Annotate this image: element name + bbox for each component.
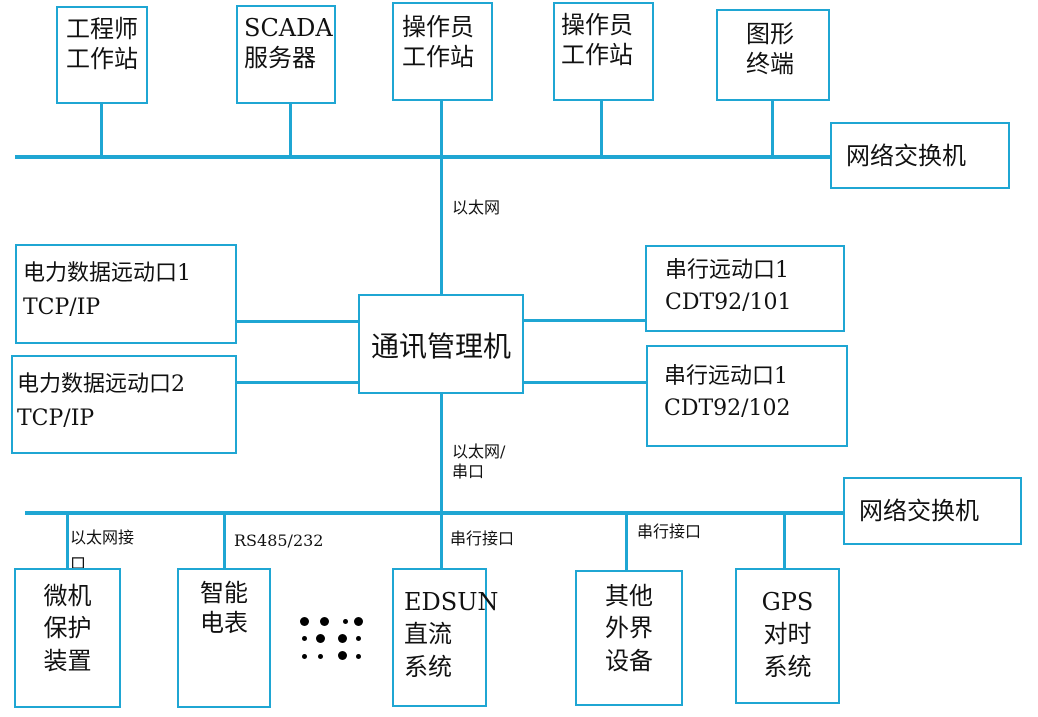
- connector-relay: [66, 513, 69, 568]
- connector-engineer: [100, 104, 103, 157]
- edsun-dc-system-label: EDSUN 直流 系统: [404, 588, 499, 681]
- serial-interface-label-1: 串行接口: [450, 529, 515, 548]
- bottom-network-bus: [25, 511, 845, 515]
- power-data-telecontrol-port-1: 电力数据远动口1 TCP/IP: [15, 244, 237, 344]
- edsun-dc-system-node: EDSUN 直流 系统: [392, 568, 498, 707]
- connector-graphic: [771, 100, 774, 157]
- engineer-workstation-label: 工程师 工作站: [66, 15, 138, 73]
- serial-interface-label-2: 串行接口: [637, 522, 702, 541]
- serial-port-2-protocol: CDT92/102: [664, 396, 791, 421]
- top-network-switch: 网络交换机: [830, 122, 1010, 189]
- connector-right-port-2: [523, 381, 647, 384]
- serial-telecontrol-port-1: 串行远动口1 CDT92/101: [645, 245, 845, 332]
- microcomputer-protection-node: 微机 保护 装置: [14, 568, 121, 708]
- top-network-bus: [15, 155, 830, 159]
- graphic-terminal-label: 图形 终端: [746, 20, 794, 78]
- graphic-terminal-node: 图形 终端: [716, 9, 830, 101]
- bottom-network-switch-label: 网络交换机: [859, 497, 979, 525]
- connector-operator2: [600, 101, 603, 157]
- connector-meter: [223, 513, 226, 569]
- other-external-device-node: 其他 外界 设备: [575, 570, 683, 706]
- communication-manager-node: 通讯管理机: [358, 294, 524, 394]
- operator-workstation-2-node: 操作员 工作站: [553, 2, 654, 101]
- power-data-port-2-name: 电力数据远动口2: [17, 372, 185, 397]
- connector-left-port-2: [236, 381, 359, 384]
- bottom-network-switch: 网络交换机: [843, 477, 1022, 545]
- engineer-workstation-node: 工程师 工作站: [56, 6, 148, 104]
- connector-other: [625, 513, 628, 571]
- scada-server-node: SCADA 服务器: [236, 5, 336, 104]
- connector-center-bottom: [440, 393, 443, 513]
- smart-meter-label: 智能 电表: [200, 579, 248, 637]
- other-external-device-label: 其他 外界 设备: [605, 582, 653, 675]
- operator-workstation-1-label: 操作员 工作站: [402, 13, 474, 71]
- serial-port-2-name: 串行远动口1: [664, 364, 788, 389]
- power-data-telecontrol-port-2: 电力数据远动口2 TCP/IP: [11, 355, 237, 454]
- ethernet-link-label: 以太网: [452, 198, 501, 217]
- smart-meter-node: 智能 电表: [177, 568, 271, 708]
- top-network-switch-label: 网络交换机: [846, 142, 966, 170]
- operator-workstation-1-node: 操作员 工作站: [392, 2, 493, 101]
- connector-edsun: [440, 513, 443, 569]
- microcomputer-protection-label: 微机 保护 装置: [43, 582, 92, 675]
- connector-center-top: [440, 157, 443, 297]
- ethernet-interface-label: 以太网接 口: [70, 528, 135, 573]
- serial-port-1-name: 串行远动口1: [665, 258, 789, 283]
- serial-telecontrol-port-2: 串行远动口1 CDT92/102: [646, 345, 848, 447]
- ethernet-serial-link-label: 以太网/ 串口: [452, 442, 506, 481]
- serial-port-1-protocol: CDT92/101: [665, 290, 792, 315]
- power-data-port-1-name: 电力数据远动口1: [23, 261, 191, 286]
- connector-gps: [783, 513, 786, 568]
- connector-right-port-1: [523, 319, 646, 322]
- connector-operator1: [440, 101, 443, 157]
- rs485-232-label: RS485/232: [234, 531, 324, 550]
- gps-timing-system-label: GPS 对时 系统: [761, 588, 814, 681]
- connector-left-port-1: [236, 320, 359, 323]
- scada-server-label: SCADA 服务器: [244, 14, 333, 72]
- gps-timing-system-node: GPS 对时 系统: [735, 568, 840, 704]
- power-data-port-2-protocol: TCP/IP: [17, 406, 95, 431]
- power-data-port-1-protocol: TCP/IP: [23, 295, 101, 320]
- connector-scada: [289, 104, 292, 157]
- operator-workstation-2-label: 操作员 工作站: [561, 11, 633, 69]
- more-devices-ellipsis-icon: [298, 614, 364, 662]
- communication-manager-label: 通讯管理机: [370, 330, 511, 363]
